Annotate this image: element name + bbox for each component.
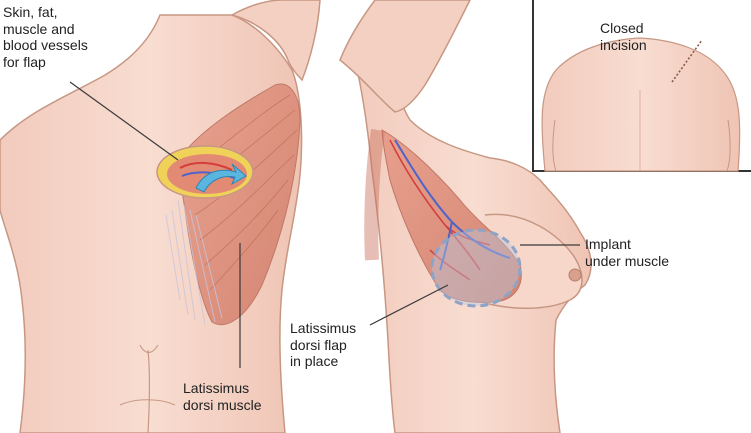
- label-implant: Implant under muscle: [585, 236, 669, 269]
- chest-arm: [340, 0, 470, 112]
- nipple: [569, 269, 581, 281]
- label-flap-components: Skin, fat, muscle and blood vessels for …: [3, 4, 88, 70]
- flap: [157, 146, 253, 198]
- implant: [432, 230, 520, 306]
- label-flap-in-place: Latissimus dorsi flap in place: [290, 320, 356, 370]
- label-closed-incision: Closed incision: [600, 20, 647, 53]
- label-latissimus-muscle: Latissimus dorsi muscle: [183, 380, 262, 413]
